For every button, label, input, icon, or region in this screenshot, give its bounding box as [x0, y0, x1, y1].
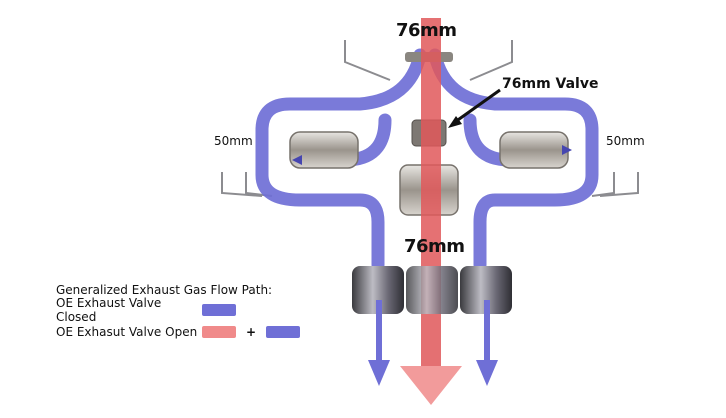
closed-flow-arrows: [368, 300, 498, 386]
branch-arrows: [292, 145, 572, 165]
legend-plus: +: [246, 325, 257, 339]
legend-row-open: OE Exhasut Valve Open +: [56, 321, 301, 343]
top-pipe-size-label: 76mm: [396, 20, 457, 41]
valve-pointer-arrow: [448, 88, 501, 128]
legend-open-swatch: [202, 326, 236, 338]
flow-legend: Generalized Exhaust Gas Flow Path: OE Ex…: [56, 283, 301, 343]
hanger-rods: [221, 40, 639, 197]
legend-closed-label: OE Exhaust Valve Closed: [56, 296, 162, 324]
legend-closed-swatch: [202, 304, 236, 316]
legend-open-closed-swatch: [266, 326, 301, 338]
valve-size-label: 76mm Valve: [502, 76, 599, 92]
legend-title: Generalized Exhaust Gas Flow Path:: [56, 283, 273, 297]
legend-open-label: OE Exhasut Valve Open: [56, 325, 198, 339]
legend-row-closed: OE Exhaust Valve Closed: [56, 296, 300, 324]
side-resonators: [289, 131, 569, 169]
exhaust-tips: [352, 266, 512, 314]
bottom-pipe-size-label: 76mm: [404, 236, 465, 257]
left-branch-size-label: 50mm: [214, 134, 253, 148]
right-branch-size-label: 50mm: [606, 134, 645, 148]
